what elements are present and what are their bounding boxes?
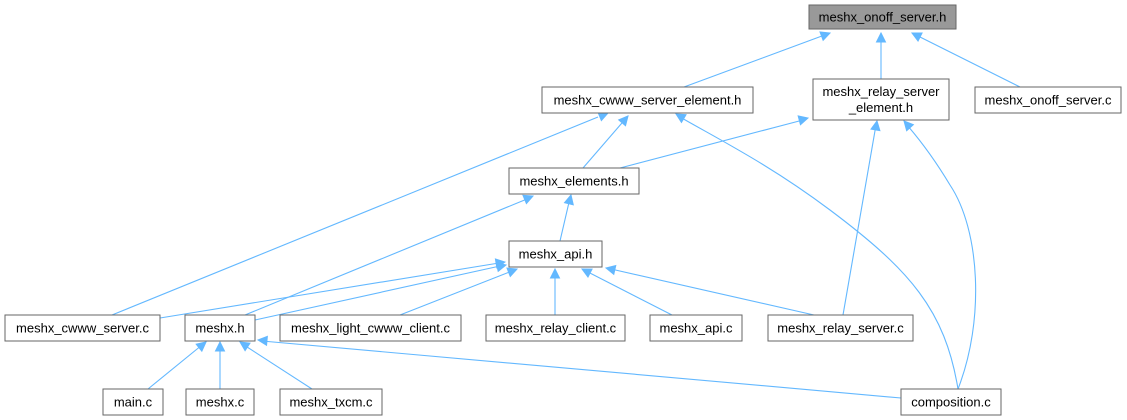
- arrowhead-icon: [522, 194, 535, 205]
- node-label: meshx_api.h: [519, 247, 593, 262]
- edge-meshx-c-to-meshx-h: [214, 340, 226, 389]
- node-label: meshx_cwww_server.c: [16, 321, 149, 336]
- edge-light-client-c-to-api-h: [399, 267, 519, 316]
- node-meshx-onoff-server-c[interactable]: meshx_onoff_server.c: [974, 86, 1122, 114]
- edge-line: [619, 119, 804, 169]
- node-label: meshx_api.c: [660, 321, 733, 336]
- edge-composition-c-to-relay-el-h: [903, 120, 977, 390]
- edge-elements-h-to-relay-el-h: [619, 115, 810, 169]
- edge-relay-server-c-to-api-h: [604, 264, 815, 316]
- edge-line: [585, 270, 673, 316]
- node-label: meshx_elements.h: [519, 174, 628, 189]
- node-meshx-cwww-server-element-h[interactable]: meshx_cwww_server_element.h: [541, 86, 754, 114]
- edge-main-c-to-meshx-h: [147, 341, 207, 390]
- node-label: composition.c: [911, 395, 991, 410]
- arrowhead-icon: [617, 115, 629, 127]
- edge-line: [906, 124, 977, 390]
- node-label-line-1: meshx_relay_server: [822, 84, 940, 99]
- node-meshx-api-h[interactable]: meshx_api.h: [508, 240, 603, 268]
- edge-meshx-h-to-elements-h: [244, 194, 535, 316]
- node-label: meshx_cwww_server_element.h: [554, 93, 742, 108]
- node-meshx-relay-server-c[interactable]: meshx_relay_server.c: [767, 314, 914, 342]
- arrowhead-icon: [506, 267, 519, 278]
- node-meshx-h[interactable]: meshx.h: [184, 314, 256, 342]
- edge-onoff-c-to-onoff-h: [911, 32, 1021, 88]
- node-label: meshx_light_cwww_client.c: [291, 321, 450, 336]
- edge-line: [111, 116, 599, 316]
- node-meshx-relay-server-element-h[interactable]: meshx_relay_server _element.h: [812, 78, 950, 121]
- edge-cwww-server-c-to-api-h: [159, 258, 507, 319]
- node-label: meshx.c: [196, 395, 245, 410]
- edge-txcm-c-to-meshx-h: [239, 341, 313, 390]
- edge-line: [610, 268, 815, 316]
- edge-line: [683, 32, 831, 88]
- node-meshx-elements-h[interactable]: meshx_elements.h: [508, 167, 640, 195]
- arrowhead-icon: [214, 340, 226, 352]
- edge-line: [254, 265, 501, 321]
- edge-line: [147, 344, 203, 390]
- edge-line: [399, 270, 513, 316]
- arrowhead-icon: [495, 261, 508, 273]
- node-label: meshx_relay_client.c: [495, 321, 617, 336]
- edge-cwww-server-c-to-cwww-el-h: [111, 111, 610, 316]
- node-label: meshx_onoff_server.c: [985, 93, 1112, 108]
- node-meshx-c[interactable]: meshx.c: [185, 388, 255, 416]
- arrowhead-icon: [875, 31, 887, 43]
- node-label: meshx.h: [195, 321, 244, 336]
- arrowhead-icon: [903, 120, 915, 132]
- edge-relay-el-h-to-onoff-h: [875, 31, 887, 79]
- edge-elements-h-to-cwww-el-h: [582, 115, 629, 169]
- arrowhead-icon: [195, 341, 207, 353]
- arrowhead-icon: [911, 32, 923, 42]
- edge-meshx-h-to-api-h: [254, 261, 508, 321]
- edge-relay-server-c-to-relay-el-h: [842, 119, 881, 316]
- node-meshx-onoff-server-h[interactable]: meshx_onoff_server.h: [808, 4, 957, 30]
- node-meshx-light-cwww-client-c[interactable]: meshx_light_cwww_client.c: [279, 314, 462, 342]
- node-composition-c[interactable]: composition.c: [900, 388, 1002, 416]
- edge-composition-c-to-cwww-el-h: [675, 113, 959, 390]
- arrowhead-icon: [239, 341, 251, 352]
- edge-relay-client-c-to-api-h: [549, 267, 561, 315]
- node-meshx-api-c[interactable]: meshx_api.c: [649, 314, 743, 342]
- node-label: main.c: [114, 395, 153, 410]
- edge-composition-c-to-meshx-h: [256, 335, 902, 399]
- edge-cwww-el-h-to-onoff-h: [683, 31, 832, 88]
- arrowhead-icon: [256, 335, 268, 347]
- edges-layer: [111, 31, 1021, 399]
- edge-api-h-to-elements-h: [559, 193, 574, 242]
- node-label: meshx_txcm.c: [289, 395, 373, 410]
- arrowhead-icon: [819, 31, 832, 42]
- edge-line: [911, 32, 1021, 88]
- node-label: meshx_relay_server.c: [777, 321, 904, 336]
- node-meshx-cwww-server-c[interactable]: meshx_cwww_server.c: [4, 314, 161, 342]
- arrowhead-icon: [581, 268, 593, 279]
- edge-line: [582, 115, 629, 169]
- edge-line: [261, 340, 902, 399]
- edge-line: [679, 116, 959, 390]
- edge-line: [159, 262, 500, 319]
- edge-line: [244, 198, 528, 316]
- edge-line: [842, 124, 877, 316]
- node-main-c[interactable]: main.c: [102, 388, 164, 416]
- edge-line: [559, 197, 571, 242]
- node-meshx-txcm-c[interactable]: meshx_txcm.c: [279, 388, 383, 416]
- arrowhead-icon: [549, 267, 561, 279]
- node-label: meshx_onoff_server.h: [819, 10, 947, 25]
- edge-line: [243, 344, 313, 390]
- node-meshx-relay-client-c[interactable]: meshx_relay_client.c: [485, 314, 626, 342]
- arrowhead-icon: [870, 119, 881, 132]
- edge-api-c-to-api-h: [581, 268, 673, 316]
- node-label-line-2: _element.h: [848, 100, 913, 115]
- arrowhead-icon: [563, 193, 574, 206]
- arrowhead-icon: [604, 264, 617, 276]
- arrowhead-icon: [797, 115, 810, 126]
- arrowhead-icon: [675, 113, 687, 124]
